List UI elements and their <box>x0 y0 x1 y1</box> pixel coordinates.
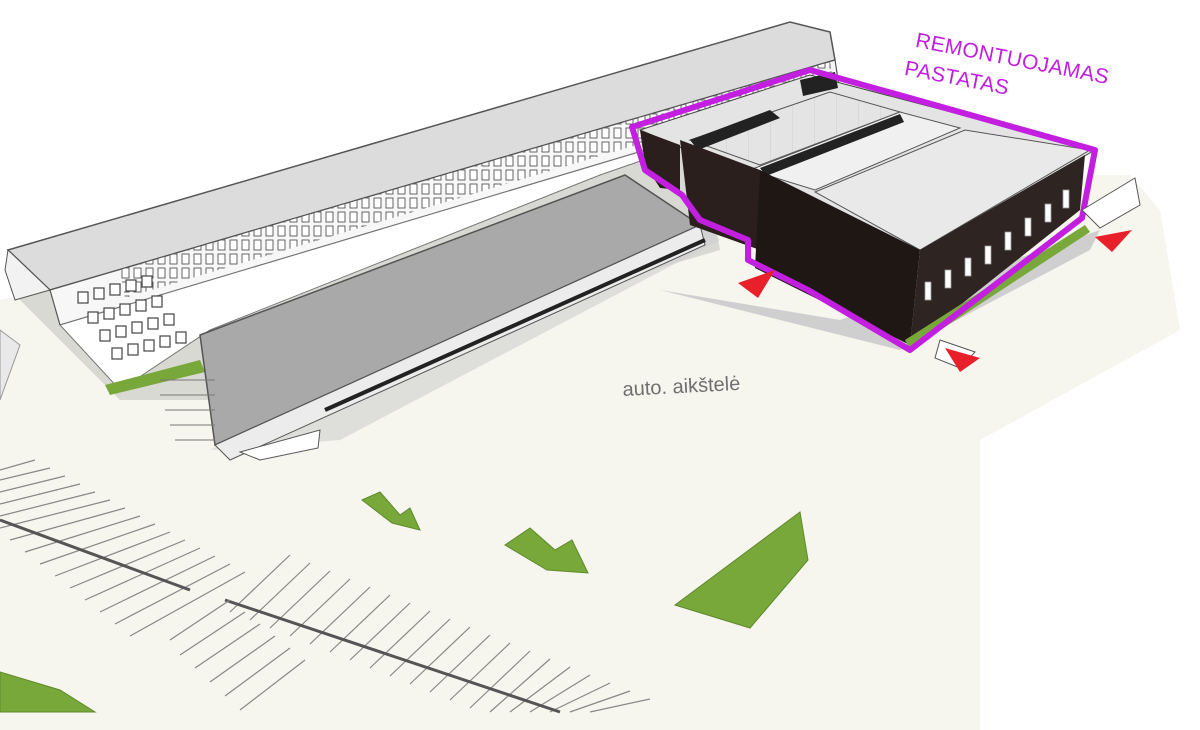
grass-patch-3 <box>673 511 809 629</box>
grass-patch-4 <box>0 671 97 713</box>
renovated-building <box>629 67 1141 369</box>
grey-canopy <box>160 174 720 461</box>
grass-patch-1 <box>361 491 421 531</box>
parking-stripes-bottom <box>169 554 651 714</box>
parking-stripes-left <box>0 459 246 637</box>
entrance-arrow-1 <box>738 270 775 298</box>
entrance-arrow-3 <box>945 348 980 372</box>
grass-areas <box>0 491 809 713</box>
entrance-arrows <box>738 230 1132 372</box>
renovated-outline <box>629 67 1098 353</box>
grass-patch-2 <box>504 527 589 574</box>
entrance-arrow-2 <box>1095 230 1132 252</box>
